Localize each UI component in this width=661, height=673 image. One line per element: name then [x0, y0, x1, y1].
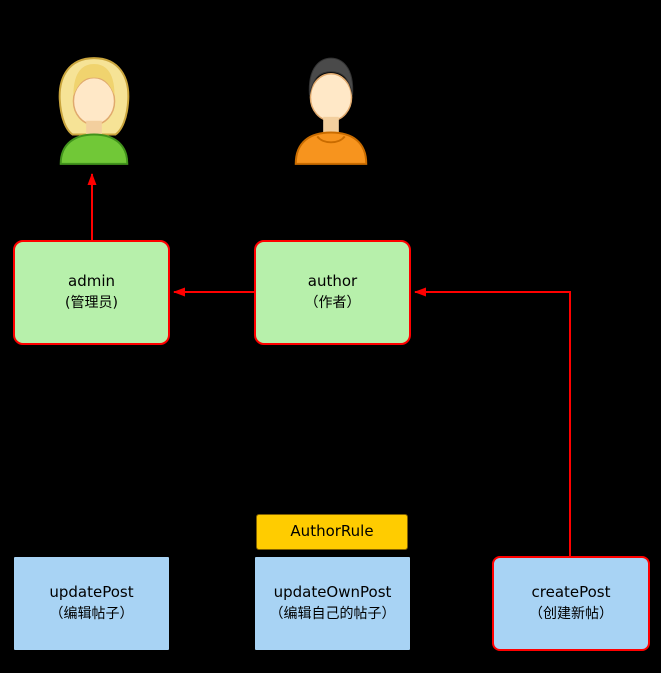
- create-post-label: createPost: [531, 583, 611, 602]
- node-author-role: author （作者）: [254, 240, 411, 345]
- node-update-own-post-permission: updateOwnPost （编辑自己的帖子）: [254, 556, 411, 651]
- node-update-post-permission: updatePost （编辑帖子）: [13, 556, 170, 651]
- node-author-rule: AuthorRule: [256, 514, 408, 550]
- author-rule-label: AuthorRule: [290, 522, 374, 541]
- update-post-sublabel: （编辑帖子）: [49, 606, 134, 623]
- node-admin-role: admin (管理员): [13, 240, 170, 345]
- admin-role-sublabel: (管理员): [65, 295, 118, 312]
- admin-role-label: admin: [68, 272, 115, 291]
- update-own-post-label: updateOwnPost: [273, 583, 392, 602]
- node-create-post-permission: createPost （创建新帖）: [492, 556, 650, 651]
- woman-avatar-icon: [47, 52, 141, 166]
- author-role-sublabel: （作者）: [304, 295, 361, 312]
- arrow-createpost-to-author: [414, 287, 571, 556]
- update-post-label: updatePost: [49, 583, 134, 602]
- man-avatar-icon: [284, 52, 378, 166]
- create-post-sublabel: （创建新帖）: [529, 606, 613, 623]
- author-role-label: author: [307, 272, 358, 291]
- update-own-post-sublabel: （编辑自己的帖子）: [269, 606, 396, 623]
